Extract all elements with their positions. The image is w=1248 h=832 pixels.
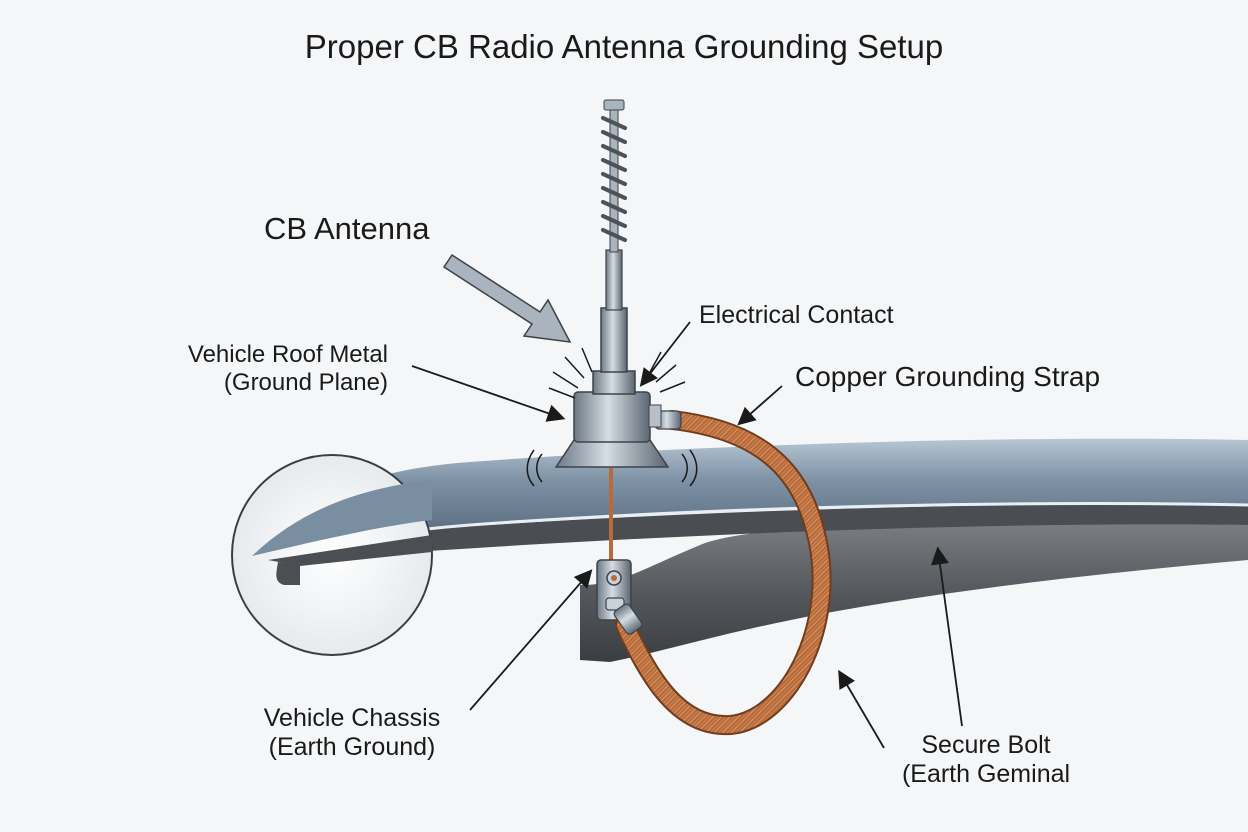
antenna-callout-arrow xyxy=(442,253,572,343)
label-secure-bolt: Secure Bolt (Earth Geminal xyxy=(893,731,1079,789)
label-vehicle-roof-metal: Vehicle Roof Metal (Ground Plane) xyxy=(160,341,388,396)
label-roof-line1: Vehicle Roof Metal xyxy=(187,341,388,368)
label-chassis-line1: Vehicle Chassis xyxy=(263,704,441,732)
label-copper-grounding-strap: Copper Grounding Strap xyxy=(795,361,1101,392)
strap-lower-callout-arrow xyxy=(838,669,885,749)
contact-callout-arrow xyxy=(639,321,691,387)
detail-magnifier-circle xyxy=(231,454,433,656)
vehicle-chassis xyxy=(300,504,1248,662)
label-bolt-line1: Secure Bolt xyxy=(921,731,1051,759)
chassis-callout-arrow xyxy=(469,569,593,711)
strap-callout-arrow xyxy=(737,385,783,426)
bolt-callout-arrow xyxy=(931,546,963,727)
callout-arrows xyxy=(411,253,963,749)
roof-callout-arrow xyxy=(411,365,566,422)
contact-spark-lines xyxy=(526,347,698,487)
label-cb-antenna: CB Antenna xyxy=(264,211,430,246)
diagram-title: Proper CB Radio Antenna Grounding Setup xyxy=(304,28,944,65)
label-electrical-contact: Electrical Contact xyxy=(699,301,894,329)
label-vehicle-chassis: Vehicle Chassis (Earth Ground) xyxy=(252,704,452,762)
label-chassis-line2: (Earth Ground) xyxy=(268,732,436,761)
cb-antenna xyxy=(554,99,670,468)
label-bolt-line2: (Earth Geminal xyxy=(901,759,1071,788)
secure-bolt xyxy=(596,559,632,621)
label-roof-line2: (Ground Plane) xyxy=(223,368,388,396)
